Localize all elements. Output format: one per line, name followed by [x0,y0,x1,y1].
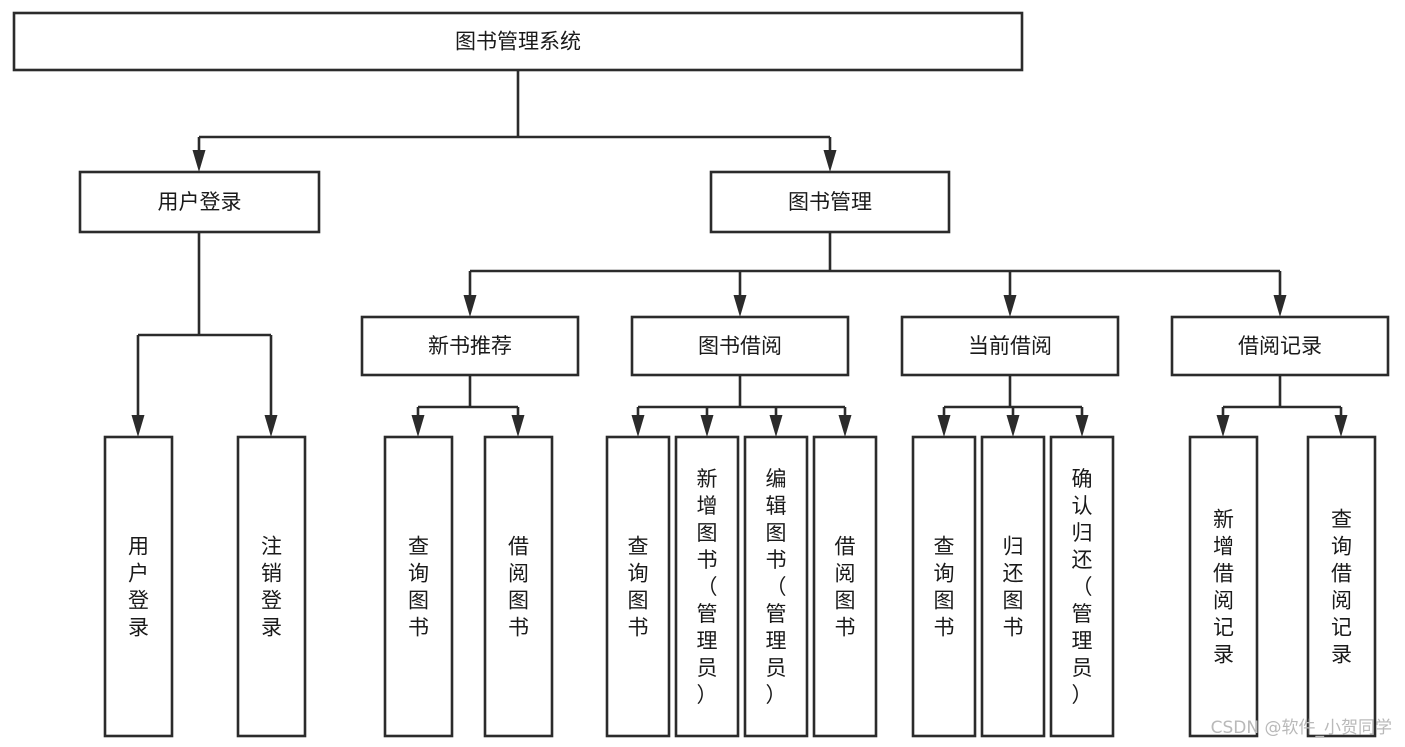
arrow-head-icon [1075,415,1089,437]
edge-group-current-borrow-to-leaves [937,375,1089,437]
node-label: 注销登录 [261,535,282,640]
node-borrow-record[interactable]: 借阅记录 [1170,315,1390,377]
node-leaf-borrow-book-rec[interactable]: 借阅图书 [483,435,554,738]
node-label: 新书推荐 [428,334,512,358]
node-label: 新增借阅记录 [1213,508,1234,667]
arrow-head-icon [1334,415,1348,437]
node-box[interactable] [812,435,878,738]
node-box[interactable] [980,435,1046,738]
csdn-watermark: CSDN @软件_小贺同学 [1211,718,1392,738]
arrow-head-icon [264,415,278,437]
node-box[interactable] [236,435,307,738]
node-box[interactable] [383,435,454,738]
edge-group-book-manage-to-level2 [463,232,1287,317]
node-box[interactable] [709,170,951,234]
node-label: 归还图书 [1003,535,1024,640]
node-box[interactable] [1306,435,1377,738]
node-label: 查询图书 [408,535,429,640]
node-book-borrow[interactable]: 图书借阅 [630,315,850,377]
node-label: 新增图书（管理员） [697,467,718,707]
arrow-head-icon [192,150,206,172]
edge-group-borrow-record-to-leaves [1216,375,1348,437]
node-label: 查询借阅记录 [1331,508,1352,667]
node-leaf-user-login[interactable]: 用户登录 [103,435,174,738]
node-label: 图书管理系统 [455,30,581,54]
arrow-head-icon [511,415,525,437]
arrow-head-icon [463,295,477,317]
node-leaf-add-record[interactable]: 新增借阅记录 [1188,435,1259,738]
node-label: 图书借阅 [698,334,782,358]
node-leaf-query-book-cur[interactable]: 查询图书 [911,435,977,738]
node-label: 用户登录 [158,190,242,214]
node-box[interactable] [911,435,977,738]
node-label: 借阅图书 [508,535,529,640]
arrow-head-icon [1003,295,1017,317]
edge-group-new-book-rec-to-leaves [411,375,525,437]
arrow-head-icon [1216,415,1230,437]
edge-group-book-borrow-to-leaves [631,375,852,437]
node-label: 借阅图书 [835,535,856,640]
node-box[interactable] [1170,315,1390,377]
node-label: 图书管理 [788,190,872,214]
node-leaf-add-book[interactable]: 新增图书（管理员） [674,435,740,738]
node-box[interactable] [743,435,809,738]
node-book-manage[interactable]: 图书管理 [709,170,951,234]
arrow-head-icon [1006,415,1020,437]
node-new-book-rec[interactable]: 新书推荐 [360,315,580,377]
arrow-head-icon [823,150,837,172]
node-leaf-query-book-rec[interactable]: 查询图书 [383,435,454,738]
edges-layer [131,70,1348,437]
node-box[interactable] [12,11,1024,72]
arrow-head-icon [631,415,645,437]
arrow-head-icon [131,415,145,437]
node-leaf-query-record[interactable]: 查询借阅记录 [1306,435,1377,738]
node-label: 用户登录 [128,535,149,640]
node-box[interactable] [103,435,174,738]
arrow-head-icon [937,415,951,437]
edge-group-root-to-level1 [192,70,837,172]
node-leaf-query-book[interactable]: 查询图书 [605,435,671,738]
node-box[interactable] [78,170,321,234]
node-label: 编辑图书（管理员） [766,467,787,707]
node-box[interactable] [605,435,671,738]
node-label: 查询图书 [628,535,649,640]
node-box[interactable] [900,315,1120,377]
arrow-head-icon [733,295,747,317]
arrow-head-icon [700,415,714,437]
node-user-login[interactable]: 用户登录 [78,170,321,234]
node-box[interactable] [483,435,554,738]
node-leaf-return-book[interactable]: 归还图书 [980,435,1046,738]
node-current-borrow[interactable]: 当前借阅 [900,315,1120,377]
node-box[interactable] [1049,435,1115,738]
node-box[interactable] [360,315,580,377]
node-box[interactable] [630,315,850,377]
node-label: 当前借阅 [968,334,1052,358]
node-leaf-borrow-book[interactable]: 借阅图书 [812,435,878,738]
nodes-layer: 图书管理系统用户登录图书管理新书推荐图书借阅当前借阅借阅记录用户登录注销登录查询… [12,11,1390,738]
node-box[interactable] [674,435,740,738]
arrow-head-icon [838,415,852,437]
arrow-head-icon [411,415,425,437]
node-label: 借阅记录 [1238,334,1322,358]
node-leaf-confirm-return[interactable]: 确认归还（管理员） [1049,435,1115,738]
node-label: 确认归还（管理员） [1072,467,1093,707]
node-box[interactable] [1188,435,1259,738]
node-leaf-edit-book[interactable]: 编辑图书（管理员） [743,435,809,738]
node-root[interactable]: 图书管理系统 [12,11,1024,72]
arrow-head-icon [1273,295,1287,317]
edge-group-user-login-to-leaves [131,232,278,437]
arrow-head-icon [769,415,783,437]
node-leaf-logout[interactable]: 注销登录 [236,435,307,738]
node-label: 查询图书 [934,535,955,640]
